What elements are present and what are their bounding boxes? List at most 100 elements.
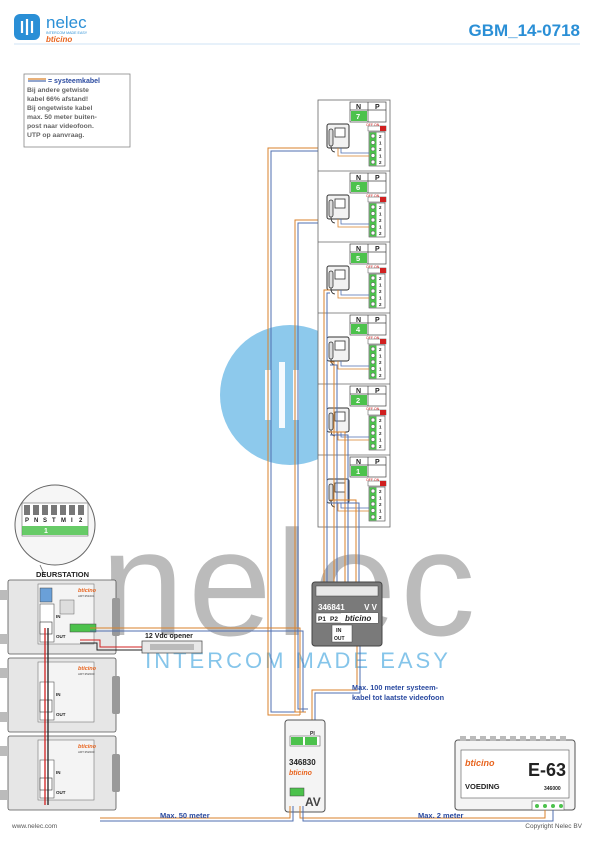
zoom-label: P [25, 518, 29, 524]
switch-label: OFF ON [366, 265, 380, 269]
pi-model: 346830 [289, 758, 316, 767]
terminal-label: 2 [379, 302, 382, 307]
distributor-346841: 346841 V V P1 P2 P3 P4 bticino IN OUT [311, 289, 383, 647]
door-distance-note: Max. 50 meter [160, 811, 210, 820]
videophone-icon [326, 265, 350, 295]
terminal-label: 1 [379, 283, 382, 288]
terminal-label: 2 [379, 347, 382, 352]
zoom-label: N [34, 518, 38, 524]
zoom-label: I [71, 518, 73, 524]
distributor-out: OUT [334, 636, 345, 642]
distributor-model: 346841 [318, 603, 345, 612]
legend-line: Bij ongetwiste kabel [27, 105, 92, 112]
module-in-label: IN [56, 692, 61, 697]
opener-label: 12 Vdc opener [145, 633, 193, 640]
terminal-label: 1 [379, 354, 382, 359]
switch-label: OFF ON [366, 336, 380, 340]
videophone-icon [326, 123, 350, 153]
switch-label: OFF ON [366, 478, 380, 482]
apartment-number: 1 [356, 467, 360, 476]
switch-label: OFF ON [366, 194, 380, 198]
supply-distance-note: Max. 2 meter [418, 811, 464, 820]
apartment-number: 5 [356, 254, 360, 263]
supply-model: 346000 [544, 786, 561, 792]
terminal-label: 1 [379, 212, 382, 217]
switch-label: OFF ON [366, 407, 380, 411]
legend-title: = systeemkabel [48, 78, 100, 85]
door-opener: 12 Vdc opener [80, 633, 203, 654]
power-interface-346830: PI 346830 bticino AV [284, 719, 326, 813]
terminal-label: 2 [379, 373, 382, 378]
terminal-label: 2 [379, 231, 382, 236]
terminal-label: 2 [379, 276, 382, 281]
pi-brand: bticino [289, 770, 313, 777]
av-label: AV [305, 795, 321, 809]
apartment-number: 4 [356, 325, 361, 334]
door-station-wires [44, 627, 304, 822]
module-out-label: OUT [56, 790, 66, 795]
apartment-number: 6 [356, 183, 360, 192]
terminal-label: 2 [379, 218, 382, 223]
terminal-label: 2 [379, 160, 382, 165]
terminal-label: 2 [379, 134, 382, 139]
terminal-label: 2 [379, 489, 382, 494]
videophone-icon [326, 336, 350, 366]
module-code: ART.352000 [78, 672, 95, 676]
watermark-word: nelec [101, 499, 480, 667]
legend-line: post naar videofoon. [27, 123, 94, 130]
terminal-label: 1 [379, 296, 382, 301]
terminal-label: 2 [379, 431, 382, 436]
module-brand: bticino [78, 588, 97, 594]
module-out-label: OUT [56, 634, 66, 639]
column-p-label: P [375, 388, 380, 395]
distributor-in: IN [336, 628, 342, 634]
zoom-label: 2 [79, 518, 83, 524]
terminal-label: 1 [379, 225, 382, 230]
apartment-number: 7 [356, 112, 360, 121]
module-code: ART.351001 [78, 594, 95, 598]
videophone-icon [326, 194, 350, 224]
terminal-label: 2 [379, 444, 382, 449]
zoom-label: T [52, 518, 56, 524]
door-station: DEURSTATION bticinoART.351001INOUTbticin… [0, 570, 120, 811]
distributor-port: P1 [318, 616, 326, 623]
module-brand: bticino [78, 666, 97, 672]
legend-line: max. 50 meter buiten- [27, 114, 97, 121]
supply-label: VOEDING [465, 782, 500, 791]
brand-tagline: INTERCOM MADE EASY [46, 31, 88, 35]
riser-note: Max. 100 meter systeem- [352, 683, 439, 692]
partner-brand: bticino [46, 35, 72, 44]
distributor-brand: bticino [345, 614, 371, 623]
terminal-zoom-panel: P N S T M I 2 1 [14, 484, 96, 577]
terminal-label: 1 [379, 509, 382, 514]
terminal-label: 1 [379, 496, 382, 501]
module-in-label: IN [56, 614, 61, 619]
column-p-label: P [375, 317, 380, 324]
zoom-label: S [43, 518, 47, 524]
supply-code: E-63 [528, 760, 566, 780]
brand-name: nelec [46, 13, 87, 32]
footer-website: www.nelec.com [11, 823, 57, 830]
legend: = systeemkabel Bij andere getwiste kabel… [23, 73, 131, 148]
document-code: GBM_14-0718 [468, 21, 580, 40]
terminal-label: 2 [379, 147, 382, 152]
legend-line: kabel 66% afstand! [27, 96, 88, 103]
switch-label: OFF ON [366, 123, 380, 127]
column-n-label: N [356, 175, 361, 182]
module-in-label: IN [56, 770, 61, 775]
terminal-label: 2 [379, 289, 382, 294]
column-n-label: N [356, 104, 361, 111]
module-brand: bticino [78, 744, 97, 750]
distributor-port: P2 [330, 616, 338, 623]
zoom-label: M [61, 518, 66, 524]
terminal-label: 1 [379, 367, 382, 372]
